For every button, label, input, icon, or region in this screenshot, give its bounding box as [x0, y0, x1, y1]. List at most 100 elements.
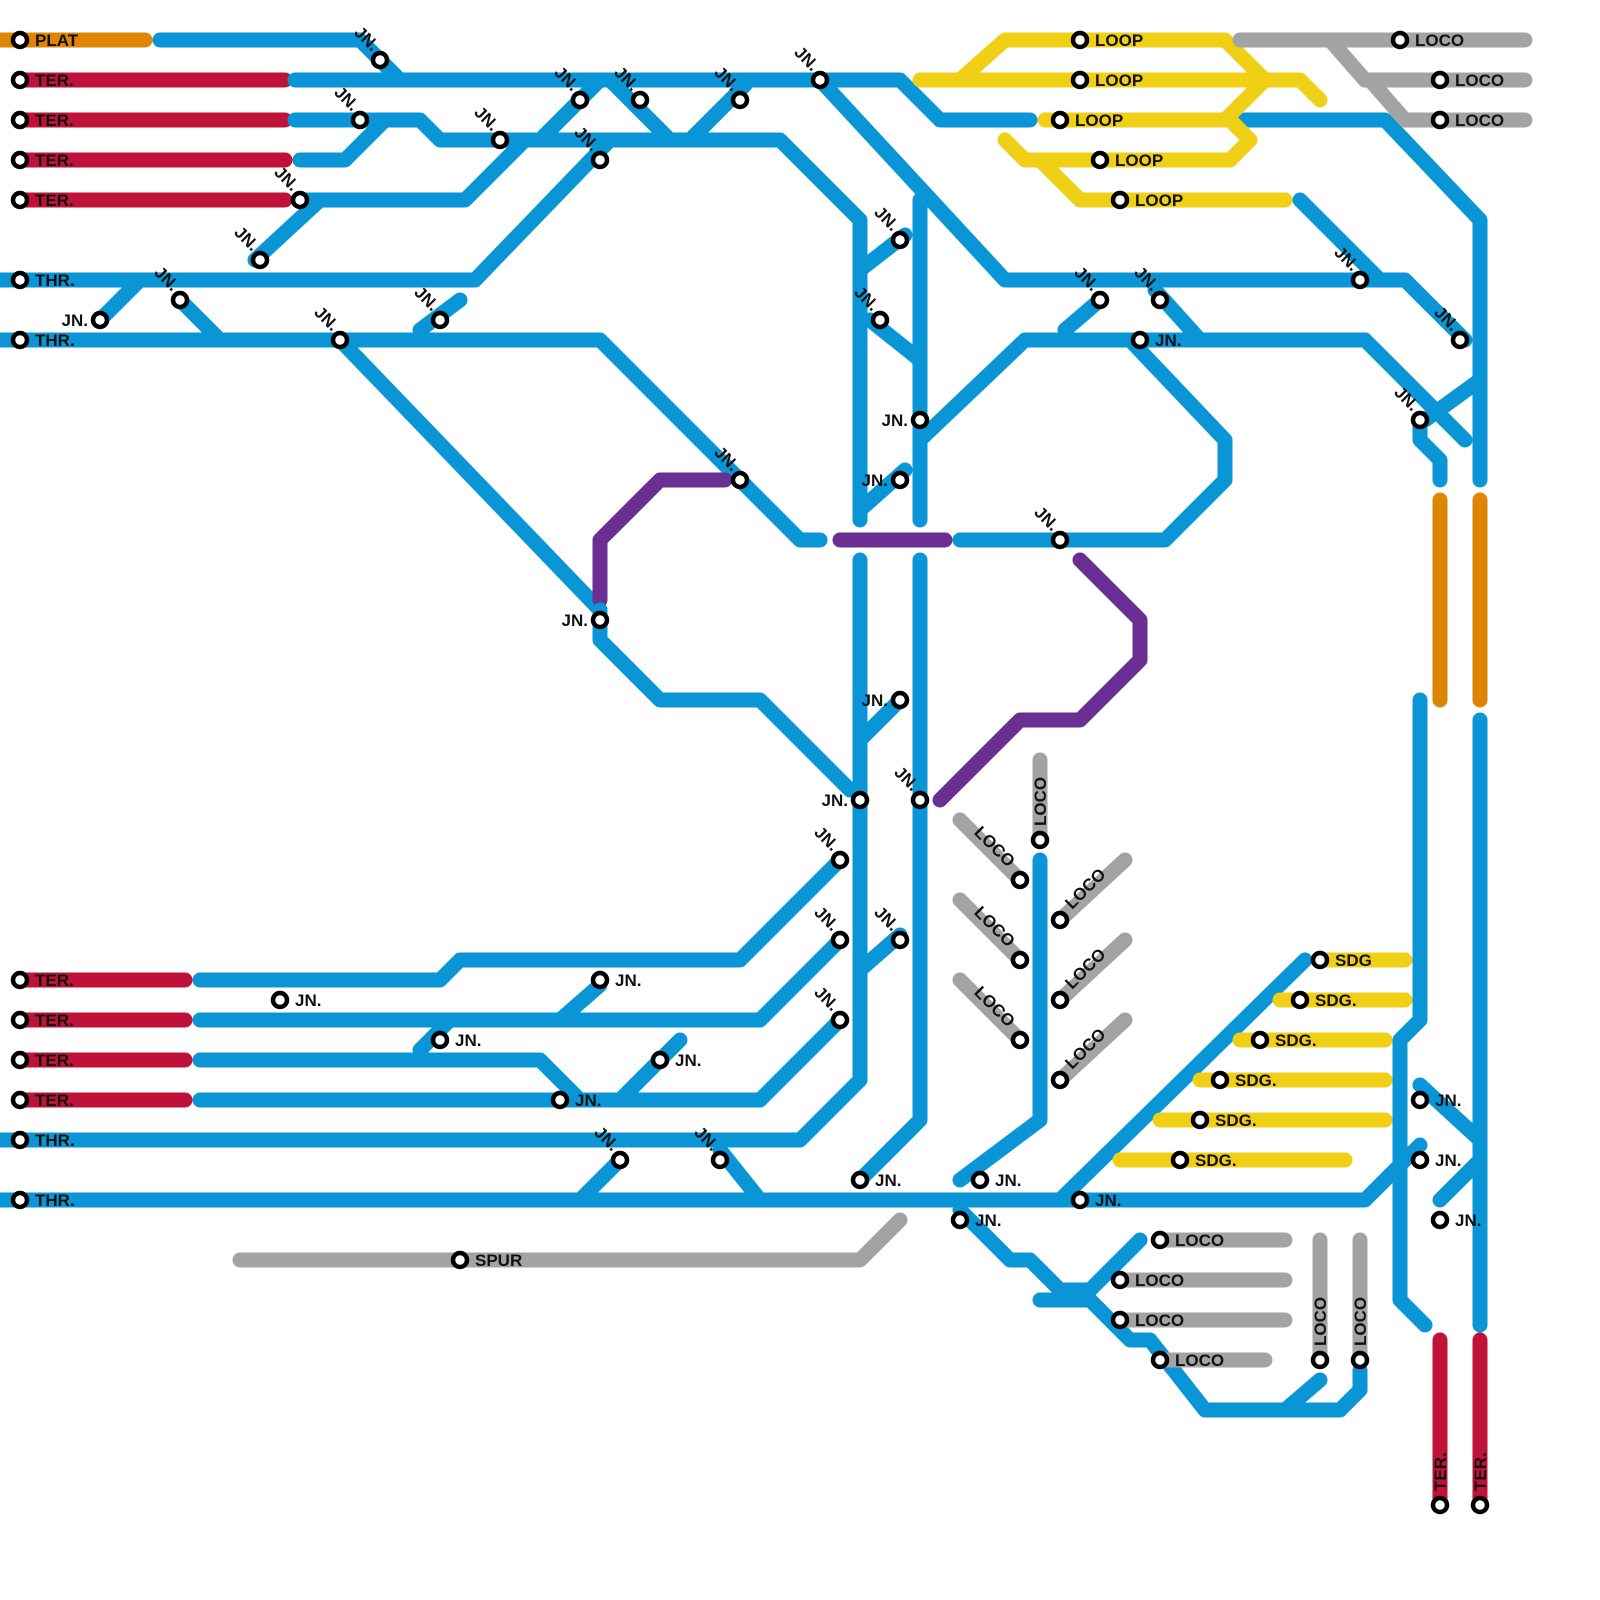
main-track-54 [572, 1152, 628, 1208]
station-marker-74[interactable] [450, 1250, 470, 1270]
station-marker-72[interactable] [950, 1210, 970, 1230]
label-sdg_dot-77: SDG. [1275, 1031, 1317, 1050]
station-marker-66[interactable] [650, 1050, 670, 1070]
station-marker-2[interactable] [10, 70, 30, 90]
station-marker-9[interactable] [10, 1010, 30, 1030]
station-marker-45[interactable] [1110, 190, 1130, 210]
station-marker-87[interactable] [1410, 1090, 1430, 1110]
station-marker-40[interactable] [1050, 530, 1070, 550]
station-marker-89[interactable] [1430, 1210, 1450, 1230]
station-marker-37[interactable] [1350, 270, 1370, 290]
station-marker-68[interactable] [610, 1150, 630, 1170]
station-marker-44[interactable] [1090, 150, 1110, 170]
station-marker-91[interactable] [1470, 1495, 1490, 1515]
station-marker-34[interactable] [1090, 290, 1110, 310]
station-marker-49[interactable] [890, 690, 910, 710]
station-marker-83[interactable] [1110, 1310, 1130, 1330]
station-marker-31[interactable] [890, 470, 910, 490]
station-marker-30[interactable] [910, 410, 930, 430]
station-marker-79[interactable] [1190, 1110, 1210, 1130]
station-marker-32[interactable] [730, 470, 750, 490]
station-marker-27[interactable] [810, 70, 830, 90]
station-marker-7[interactable] [10, 330, 30, 350]
station-marker-3[interactable] [10, 110, 30, 130]
station-marker-4[interactable] [10, 150, 30, 170]
station-marker-28[interactable] [890, 230, 910, 250]
label-jn-72: JN. [975, 1211, 1001, 1230]
station-marker-42[interactable] [1070, 70, 1090, 90]
station-marker-80[interactable] [1170, 1150, 1190, 1170]
station-marker-48[interactable] [1430, 110, 1450, 130]
station-marker-54[interactable] [890, 930, 910, 950]
station-marker-5[interactable] [10, 190, 30, 210]
station-marker-1[interactable] [10, 30, 30, 50]
station-marker-57[interactable] [1010, 870, 1030, 890]
station-marker-58[interactable] [1010, 950, 1030, 970]
station-marker-23[interactable] [570, 90, 590, 110]
station-marker-13[interactable] [10, 1190, 30, 1210]
station-marker-56[interactable] [1030, 830, 1050, 850]
main-track-60 [1082, 1232, 1148, 1298]
station-marker-52[interactable] [830, 850, 850, 870]
station-marker-61[interactable] [1050, 990, 1070, 1010]
label-jn-73: JN. [1095, 1191, 1121, 1210]
station-marker-36[interactable] [1130, 330, 1150, 350]
station-marker-41[interactable] [1070, 30, 1090, 50]
station-marker-84[interactable] [1150, 1350, 1170, 1370]
station-marker-71[interactable] [970, 1170, 990, 1190]
station-marker-21[interactable] [430, 310, 450, 330]
station-marker-53[interactable] [830, 930, 850, 950]
station-marker-43[interactable] [1050, 110, 1070, 130]
station-marker-73[interactable] [1070, 1190, 1090, 1210]
station-marker-26[interactable] [730, 90, 750, 110]
station-marker-67[interactable] [550, 1090, 570, 1110]
station-marker-15[interactable] [350, 110, 370, 130]
station-marker-16[interactable] [290, 190, 310, 210]
station-marker-25[interactable] [590, 150, 610, 170]
station-marker-65[interactable] [430, 1030, 450, 1050]
station-marker-29[interactable] [870, 310, 890, 330]
station-marker-88[interactable] [1410, 1150, 1430, 1170]
station-marker-70[interactable] [850, 1170, 870, 1190]
station-marker-18[interactable] [170, 290, 190, 310]
station-marker-35[interactable] [1150, 290, 1170, 310]
station-marker-81[interactable] [1150, 1230, 1170, 1250]
station-marker-17[interactable] [250, 250, 270, 270]
station-marker-76[interactable] [1290, 990, 1310, 1010]
station-marker-47[interactable] [1430, 70, 1450, 90]
main-track-46 [192, 852, 848, 988]
station-marker-55[interactable] [830, 1010, 850, 1030]
station-marker-14[interactable] [370, 50, 390, 70]
station-marker-38[interactable] [1450, 330, 1470, 350]
station-marker-77[interactable] [1250, 1030, 1270, 1050]
station-marker-63[interactable] [270, 990, 290, 1010]
station-marker-85[interactable] [1310, 1350, 1330, 1370]
station-marker-78[interactable] [1210, 1070, 1230, 1090]
station-marker-6[interactable] [10, 270, 30, 290]
station-marker-33[interactable] [590, 610, 610, 630]
station-marker-86[interactable] [1350, 1350, 1370, 1370]
station-marker-60[interactable] [1050, 910, 1070, 930]
station-marker-39[interactable] [1410, 410, 1430, 430]
station-marker-51[interactable] [910, 790, 930, 810]
station-marker-22[interactable] [490, 130, 510, 150]
station-marker-59[interactable] [1010, 1030, 1030, 1050]
station-marker-62[interactable] [1050, 1070, 1070, 1090]
station-marker-24[interactable] [630, 90, 650, 110]
loop-track-72 [997, 112, 1258, 168]
station-marker-8[interactable] [10, 970, 30, 990]
station-marker-69[interactable] [710, 1150, 730, 1170]
main-track-18 [532, 72, 608, 148]
station-marker-11[interactable] [10, 1090, 30, 1110]
station-marker-19[interactable] [90, 310, 110, 330]
label-loop-43: LOOP [1075, 111, 1123, 130]
station-marker-90[interactable] [1430, 1495, 1450, 1515]
station-marker-12[interactable] [10, 1130, 30, 1150]
station-marker-10[interactable] [10, 1050, 30, 1070]
station-marker-75[interactable] [1310, 950, 1330, 970]
station-marker-20[interactable] [330, 330, 350, 350]
station-marker-50[interactable] [850, 790, 870, 810]
station-marker-46[interactable] [1390, 30, 1410, 50]
station-marker-64[interactable] [590, 970, 610, 990]
station-marker-82[interactable] [1110, 1270, 1130, 1290]
